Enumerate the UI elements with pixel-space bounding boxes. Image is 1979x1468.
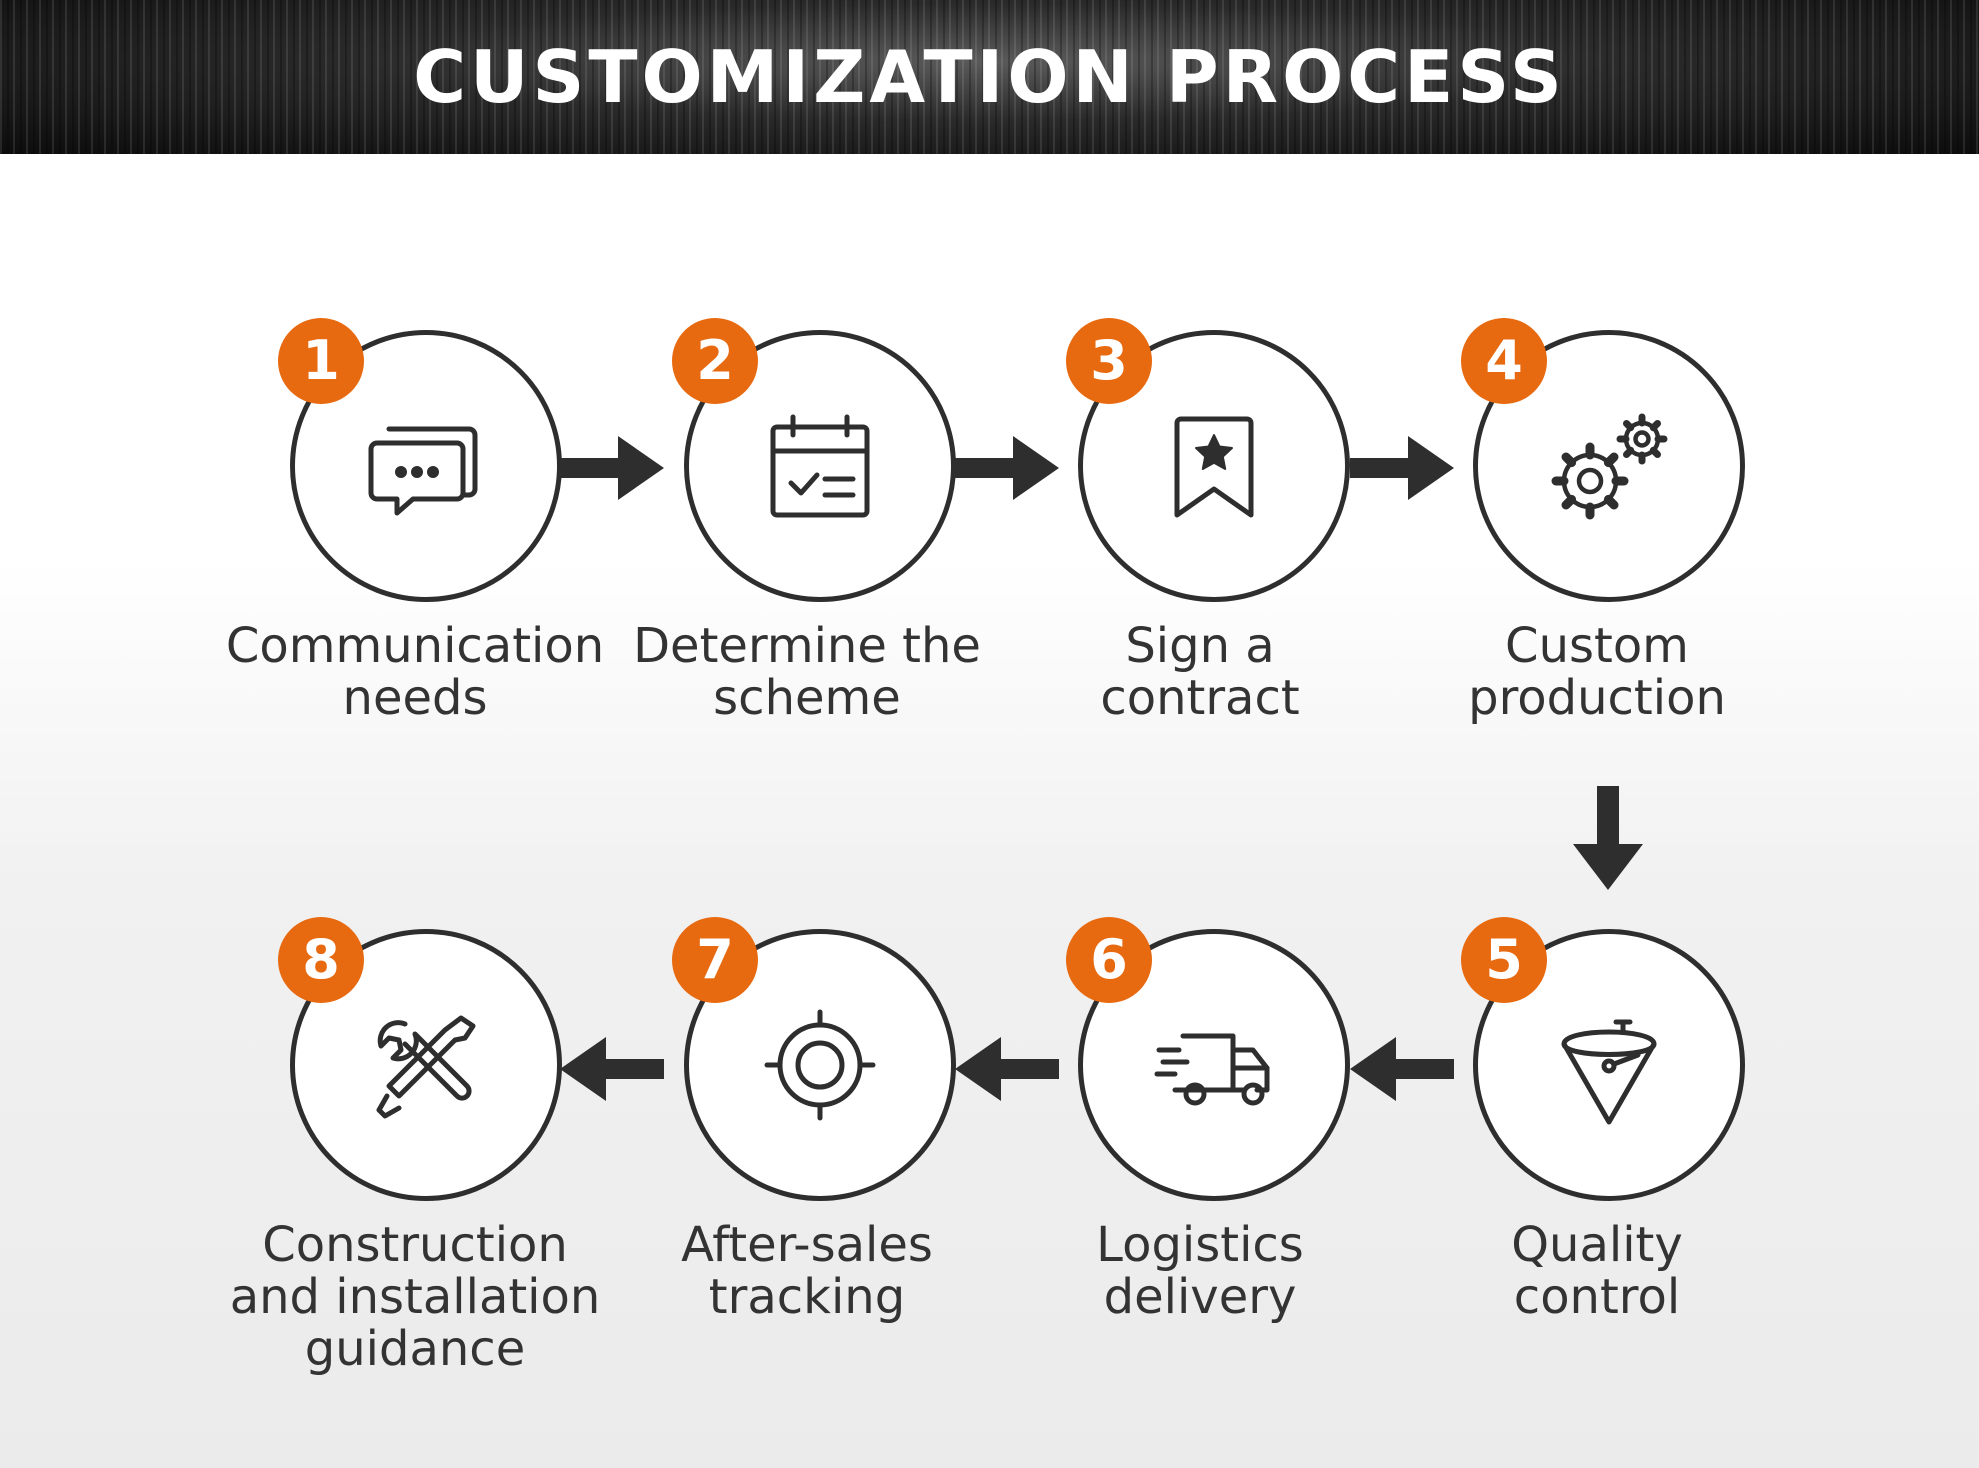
step-3: 3 <box>1066 318 1366 618</box>
step-5: 5 <box>1461 917 1761 1217</box>
step-number-badge: 6 <box>1066 917 1152 1003</box>
chat-icon <box>361 401 491 531</box>
step-4: 4 <box>1461 318 1761 618</box>
step-number-badge: 8 <box>278 917 364 1003</box>
gears-icon <box>1544 401 1674 531</box>
target-icon <box>755 1000 885 1130</box>
step-6: 6 <box>1066 917 1366 1217</box>
arrow-right-icon <box>955 436 1059 500</box>
arrow-down-icon <box>1573 786 1643 890</box>
step-number-badge: 4 <box>1461 318 1547 404</box>
step-7: 7 <box>672 917 972 1217</box>
truck-icon <box>1149 1000 1279 1130</box>
step-number-badge: 7 <box>672 917 758 1003</box>
header-banner: CUSTOMIZATION PROCESS <box>0 0 1979 154</box>
arrow-left-icon <box>955 1037 1059 1101</box>
tools-icon <box>361 1000 491 1130</box>
step-8: 8 <box>278 917 578 1217</box>
funnel-icon <box>1544 1000 1674 1130</box>
arrow-right-icon <box>560 436 664 500</box>
step-number-badge: 2 <box>672 318 758 404</box>
step-number-badge: 1 <box>278 318 364 404</box>
step-number-badge: 5 <box>1461 917 1547 1003</box>
page-title: CUSTOMIZATION PROCESS <box>413 35 1566 119</box>
arrow-left-icon <box>560 1037 664 1101</box>
step-2: 2 <box>672 318 972 618</box>
step-number-badge: 3 <box>1066 318 1152 404</box>
calendar-check-icon <box>755 401 885 531</box>
arrow-right-icon <box>1350 436 1454 500</box>
bookmark-star-icon <box>1149 401 1279 531</box>
arrow-left-icon <box>1350 1037 1454 1101</box>
step-1: 1 <box>278 318 578 618</box>
